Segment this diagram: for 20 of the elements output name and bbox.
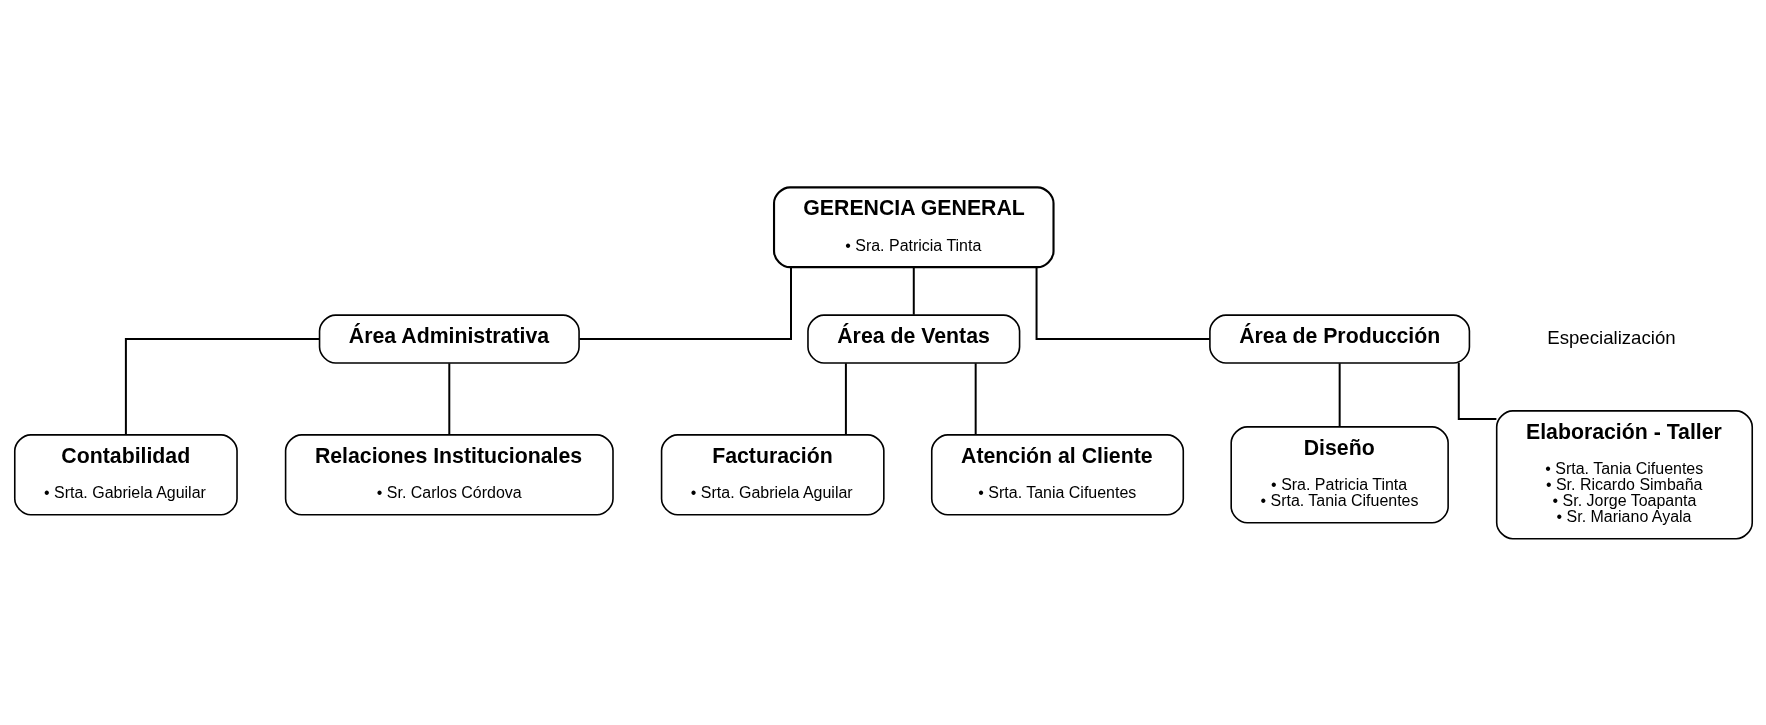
node-box: Diseño • Sra. Patricia Tinta • Srta. Tania Cifuentes [1229, 425, 1449, 523]
label: Especialización [1546, 326, 1676, 348]
node-box: Área Administrativa [318, 313, 580, 364]
node-box: Área de Ventas [806, 313, 1020, 364]
connector [974, 361, 977, 436]
node-box: Elaboración - Taller • Srta. Tania Cifuentes • Sr. Ricardo Simbaña • Sr. Jorge Toapanta • Sr. Mariano Ayala [1495, 409, 1753, 539]
connector [577, 266, 792, 340]
node-box: Facturación • Srta. Gabriela Aguilar [660, 433, 885, 515]
connector [844, 361, 847, 436]
node-box: GERENCIA GENERAL • Sra. Patricia Tinta [772, 185, 1055, 268]
node-box: Relaciones Institucionales • Sr. Carlos Córdova [284, 433, 614, 515]
connector [1457, 361, 1497, 420]
connector [124, 337, 320, 436]
node-box: Atención al Cliente • Srta. Tania Cifuentes [930, 433, 1184, 515]
connector [447, 361, 450, 436]
node-box: Área de Producción [1208, 313, 1470, 364]
connector [1035, 266, 1211, 340]
node-box: Contabilidad • Srta. Gabriela Aguilar [13, 433, 238, 515]
connector [1338, 361, 1341, 428]
connector [912, 266, 915, 316]
